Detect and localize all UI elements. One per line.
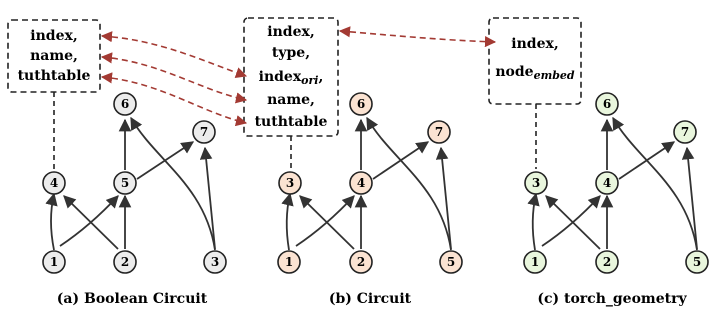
- edge-c-5-7: [681, 146, 698, 250]
- caption-a: (a) Boolean Circuit: [57, 291, 208, 307]
- edge-a-1-4: [45, 192, 58, 251]
- svg-text:1: 1: [285, 255, 293, 269]
- svg-text:6: 6: [603, 97, 611, 111]
- box-b-line-5: tuthtable: [255, 114, 328, 130]
- node-a-5: 5: [113, 171, 137, 195]
- svg-text:2: 2: [357, 255, 365, 269]
- edge-a-1-5: [59, 195, 119, 247]
- node-a-1: 1: [42, 250, 66, 274]
- node-c-4: 4: [595, 171, 619, 195]
- edge-b-5-6: [366, 116, 452, 251]
- svg-text:5: 5: [447, 255, 455, 269]
- edge-a-3-7: [199, 146, 216, 250]
- edges-c: [527, 116, 698, 251]
- node-c-1: 1: [523, 250, 547, 274]
- edge-c-5-6: [612, 116, 698, 251]
- node-c-5: 5: [685, 250, 709, 274]
- node-b-3: 3: [278, 171, 302, 195]
- edge-a-3-6: [130, 116, 216, 251]
- svg-text:4: 4: [357, 176, 365, 190]
- svg-text:7: 7: [681, 125, 689, 139]
- edge-b-2-3: [299, 195, 355, 250]
- node-b-4: 4: [349, 171, 373, 195]
- edge-c-1-4: [541, 195, 601, 247]
- caption-c: (c) torch_geometry: [537, 291, 687, 307]
- svg-text:6: 6: [357, 97, 365, 111]
- edge-b-1-3: [281, 192, 294, 251]
- box-b-line-2: type,: [272, 45, 310, 61]
- edge-b-5-7: [435, 146, 452, 250]
- edge-b-1-4: [295, 195, 355, 247]
- node-c-2: 2: [595, 250, 619, 274]
- node-a-4: 4: [42, 171, 66, 195]
- svg-text:4: 4: [50, 176, 58, 190]
- box-c-line-2: nodeembed: [495, 64, 575, 82]
- node-b-2: 2: [349, 250, 373, 274]
- node-c-7: 7: [673, 120, 697, 144]
- panel-b: index, type, indexori, name, tuthtable 6…: [243, 17, 463, 307]
- svg-text:1: 1: [531, 255, 539, 269]
- link-tuthtable-a-b: [100, 72, 248, 127]
- svg-text:4: 4: [603, 176, 611, 190]
- node-b-6: 6: [349, 92, 373, 116]
- svg-text:2: 2: [603, 255, 611, 269]
- svg-text:2: 2: [121, 255, 129, 269]
- box-a-line-1: index,: [30, 28, 77, 44]
- panel-c: index, nodeembed 6 7 3 4: [488, 17, 709, 307]
- edge-a-2-4: [63, 195, 119, 250]
- caption-b: (b) Circuit: [329, 291, 412, 307]
- svg-text:3: 3: [286, 176, 294, 190]
- svg-text:6: 6: [121, 97, 129, 111]
- node-a-2: 2: [113, 250, 137, 274]
- svg-text:5: 5: [693, 255, 701, 269]
- node-a-3: 3: [203, 250, 227, 274]
- node-a-6: 6: [113, 92, 137, 116]
- svg-text:7: 7: [435, 125, 443, 139]
- box-c-line-1: index,: [511, 36, 558, 52]
- node-b-7: 7: [427, 120, 451, 144]
- attribute-box-c: [488, 17, 582, 105]
- box-a-line-3: tuthtable: [18, 68, 91, 84]
- edges-a: [45, 116, 216, 251]
- mapping-links: [100, 26, 497, 127]
- svg-text:3: 3: [211, 255, 219, 269]
- node-b-1: 1: [277, 250, 301, 274]
- edge-c-1-3: [527, 192, 540, 251]
- link-index-b-c: [338, 26, 497, 48]
- node-c-6: 6: [595, 92, 619, 116]
- panel-a: index, name, tuthtable 6 7 4: [7, 19, 227, 307]
- node-c-3: 3: [524, 171, 548, 195]
- edge-c-2-3: [545, 195, 601, 250]
- node-a-7: 7: [192, 120, 216, 144]
- svg-text:5: 5: [121, 176, 129, 190]
- svg-text:3: 3: [532, 176, 540, 190]
- link-index-a-b: [100, 31, 248, 78]
- svg-text:1: 1: [50, 255, 58, 269]
- box-b-line-4: name,: [267, 92, 315, 108]
- box-a-line-2: name,: [30, 48, 78, 64]
- edges-b: [281, 116, 452, 251]
- box-b-line-3: indexori,: [259, 69, 324, 87]
- node-b-5: 5: [439, 250, 463, 274]
- svg-text:7: 7: [200, 125, 208, 139]
- box-b-line-1: index,: [267, 24, 314, 40]
